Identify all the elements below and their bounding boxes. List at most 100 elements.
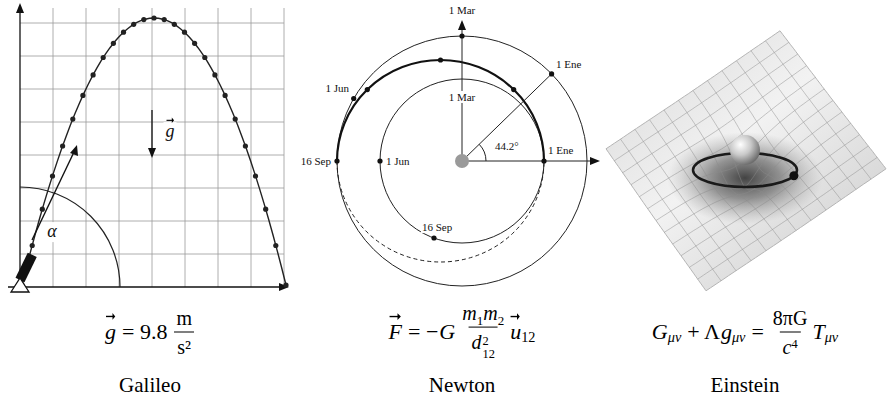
formula-term: 8πG <box>773 306 808 330</box>
vector-arrow <box>511 313 520 321</box>
trajectory-dot <box>283 282 288 287</box>
fraction: m s² <box>173 306 195 359</box>
vector-symbol: u <box>510 319 521 345</box>
orbit-dot <box>365 87 370 92</box>
date-label: 1 Ene <box>555 58 582 70</box>
formula-term: m <box>483 301 497 325</box>
arrowhead <box>590 157 600 165</box>
formula-term: F <box>389 319 402 344</box>
formula: g= 9.8ms² <box>105 306 195 359</box>
trajectory-dot <box>243 143 248 148</box>
vector-arrow-head <box>112 313 115 320</box>
grid-line <box>53 8 54 287</box>
date-text: 1 Ene <box>548 144 573 156</box>
formula-term: = − <box>408 319 438 345</box>
arrowhead <box>148 148 156 158</box>
grid-line <box>698 157 878 279</box>
formula-subscript: 12 <box>521 328 535 345</box>
grid-line <box>673 123 851 244</box>
formula: F= −Gm1m2d212u12 <box>389 301 536 364</box>
trajectory-dot <box>172 22 177 27</box>
scientist-name: Newton <box>429 373 496 398</box>
vector-arrow <box>390 313 401 321</box>
arrowhead <box>458 20 466 30</box>
vector-symbol: F <box>389 319 402 345</box>
trajectory-dot <box>70 117 75 122</box>
trajectory-dot <box>101 55 106 60</box>
denominator: c4 <box>779 332 800 359</box>
arrowhead <box>70 145 78 156</box>
grid-line <box>639 77 815 196</box>
numerator: m <box>173 306 195 332</box>
formula-subscript: 2 <box>498 312 505 328</box>
vector-arrow <box>106 313 115 321</box>
sun <box>455 154 469 168</box>
launcher-base <box>11 278 29 292</box>
vector-arrow-line <box>511 316 518 317</box>
grid-line <box>722 71 826 210</box>
trajectory-dot <box>263 207 268 212</box>
planet-dot <box>789 171 798 180</box>
orbit-dot <box>351 96 356 101</box>
grid-line <box>20 23 284 24</box>
vector-arrow-head <box>517 313 520 320</box>
formula-term: m <box>462 301 476 325</box>
grid-line <box>284 8 285 287</box>
denominator: s² <box>174 332 194 359</box>
grid-line <box>20 56 284 57</box>
formula-term: s² <box>177 335 191 359</box>
vector-symbol: g <box>105 319 116 345</box>
vector-arrow <box>166 117 174 123</box>
grid <box>20 8 284 287</box>
formula-subscript: 12 <box>482 347 494 359</box>
index-stack: 212 <box>482 335 494 360</box>
formula-term: T <box>812 319 824 345</box>
grid-line <box>751 51 856 190</box>
date-label: 16 Sep <box>300 155 332 167</box>
gravity-vector <box>151 110 152 150</box>
vector-arrow-head <box>172 118 174 123</box>
horizontal-axis <box>8 286 280 287</box>
trajectory-dot <box>91 72 96 77</box>
orbit-dots <box>334 33 554 240</box>
launcher <box>16 253 37 283</box>
symbol-label: α <box>45 222 58 242</box>
name-text: Galileo <box>119 373 181 397</box>
trajectory-dot <box>60 143 65 148</box>
arrowhead <box>279 283 289 291</box>
formula-term: g <box>721 319 732 345</box>
formula-term: G <box>439 319 455 345</box>
vector-arrow-line <box>390 316 399 317</box>
formula: Gμν+ Λgμν=8πGc4Tμν <box>652 306 838 359</box>
grid-line <box>20 254 284 255</box>
date-text: 44.2° <box>495 140 519 152</box>
orbit-dot <box>459 33 464 38</box>
fraction: 8πGc4 <box>770 306 811 359</box>
axis-line <box>462 161 592 162</box>
vertical-axis <box>19 10 20 292</box>
date-text: 1 Ene <box>556 58 581 70</box>
trajectory-dot <box>253 173 258 178</box>
trajectory-dot <box>273 243 278 248</box>
trajectory-dot <box>192 41 197 46</box>
formula-term: = <box>751 319 763 345</box>
orbit-dot <box>377 158 382 163</box>
formula-term: + Λ <box>687 319 720 345</box>
trajectory <box>19 15 288 287</box>
trajectory-dot <box>131 22 136 27</box>
formula-subscript: 1 <box>477 312 484 328</box>
trajectory-dot <box>151 15 156 20</box>
trajectory-dot <box>50 173 55 178</box>
grid-line <box>152 8 153 287</box>
trajectory-dot <box>40 207 45 212</box>
grid-line <box>648 89 825 209</box>
orbit-dot <box>334 158 339 163</box>
grid-line <box>681 135 860 256</box>
date-label: 44.2° <box>494 140 520 152</box>
trajectory-dot <box>30 243 35 248</box>
trajectory-dot <box>212 72 217 77</box>
symbol-text: g <box>166 121 175 141</box>
radius-line <box>462 74 552 161</box>
vector-arrow-line <box>166 120 172 121</box>
